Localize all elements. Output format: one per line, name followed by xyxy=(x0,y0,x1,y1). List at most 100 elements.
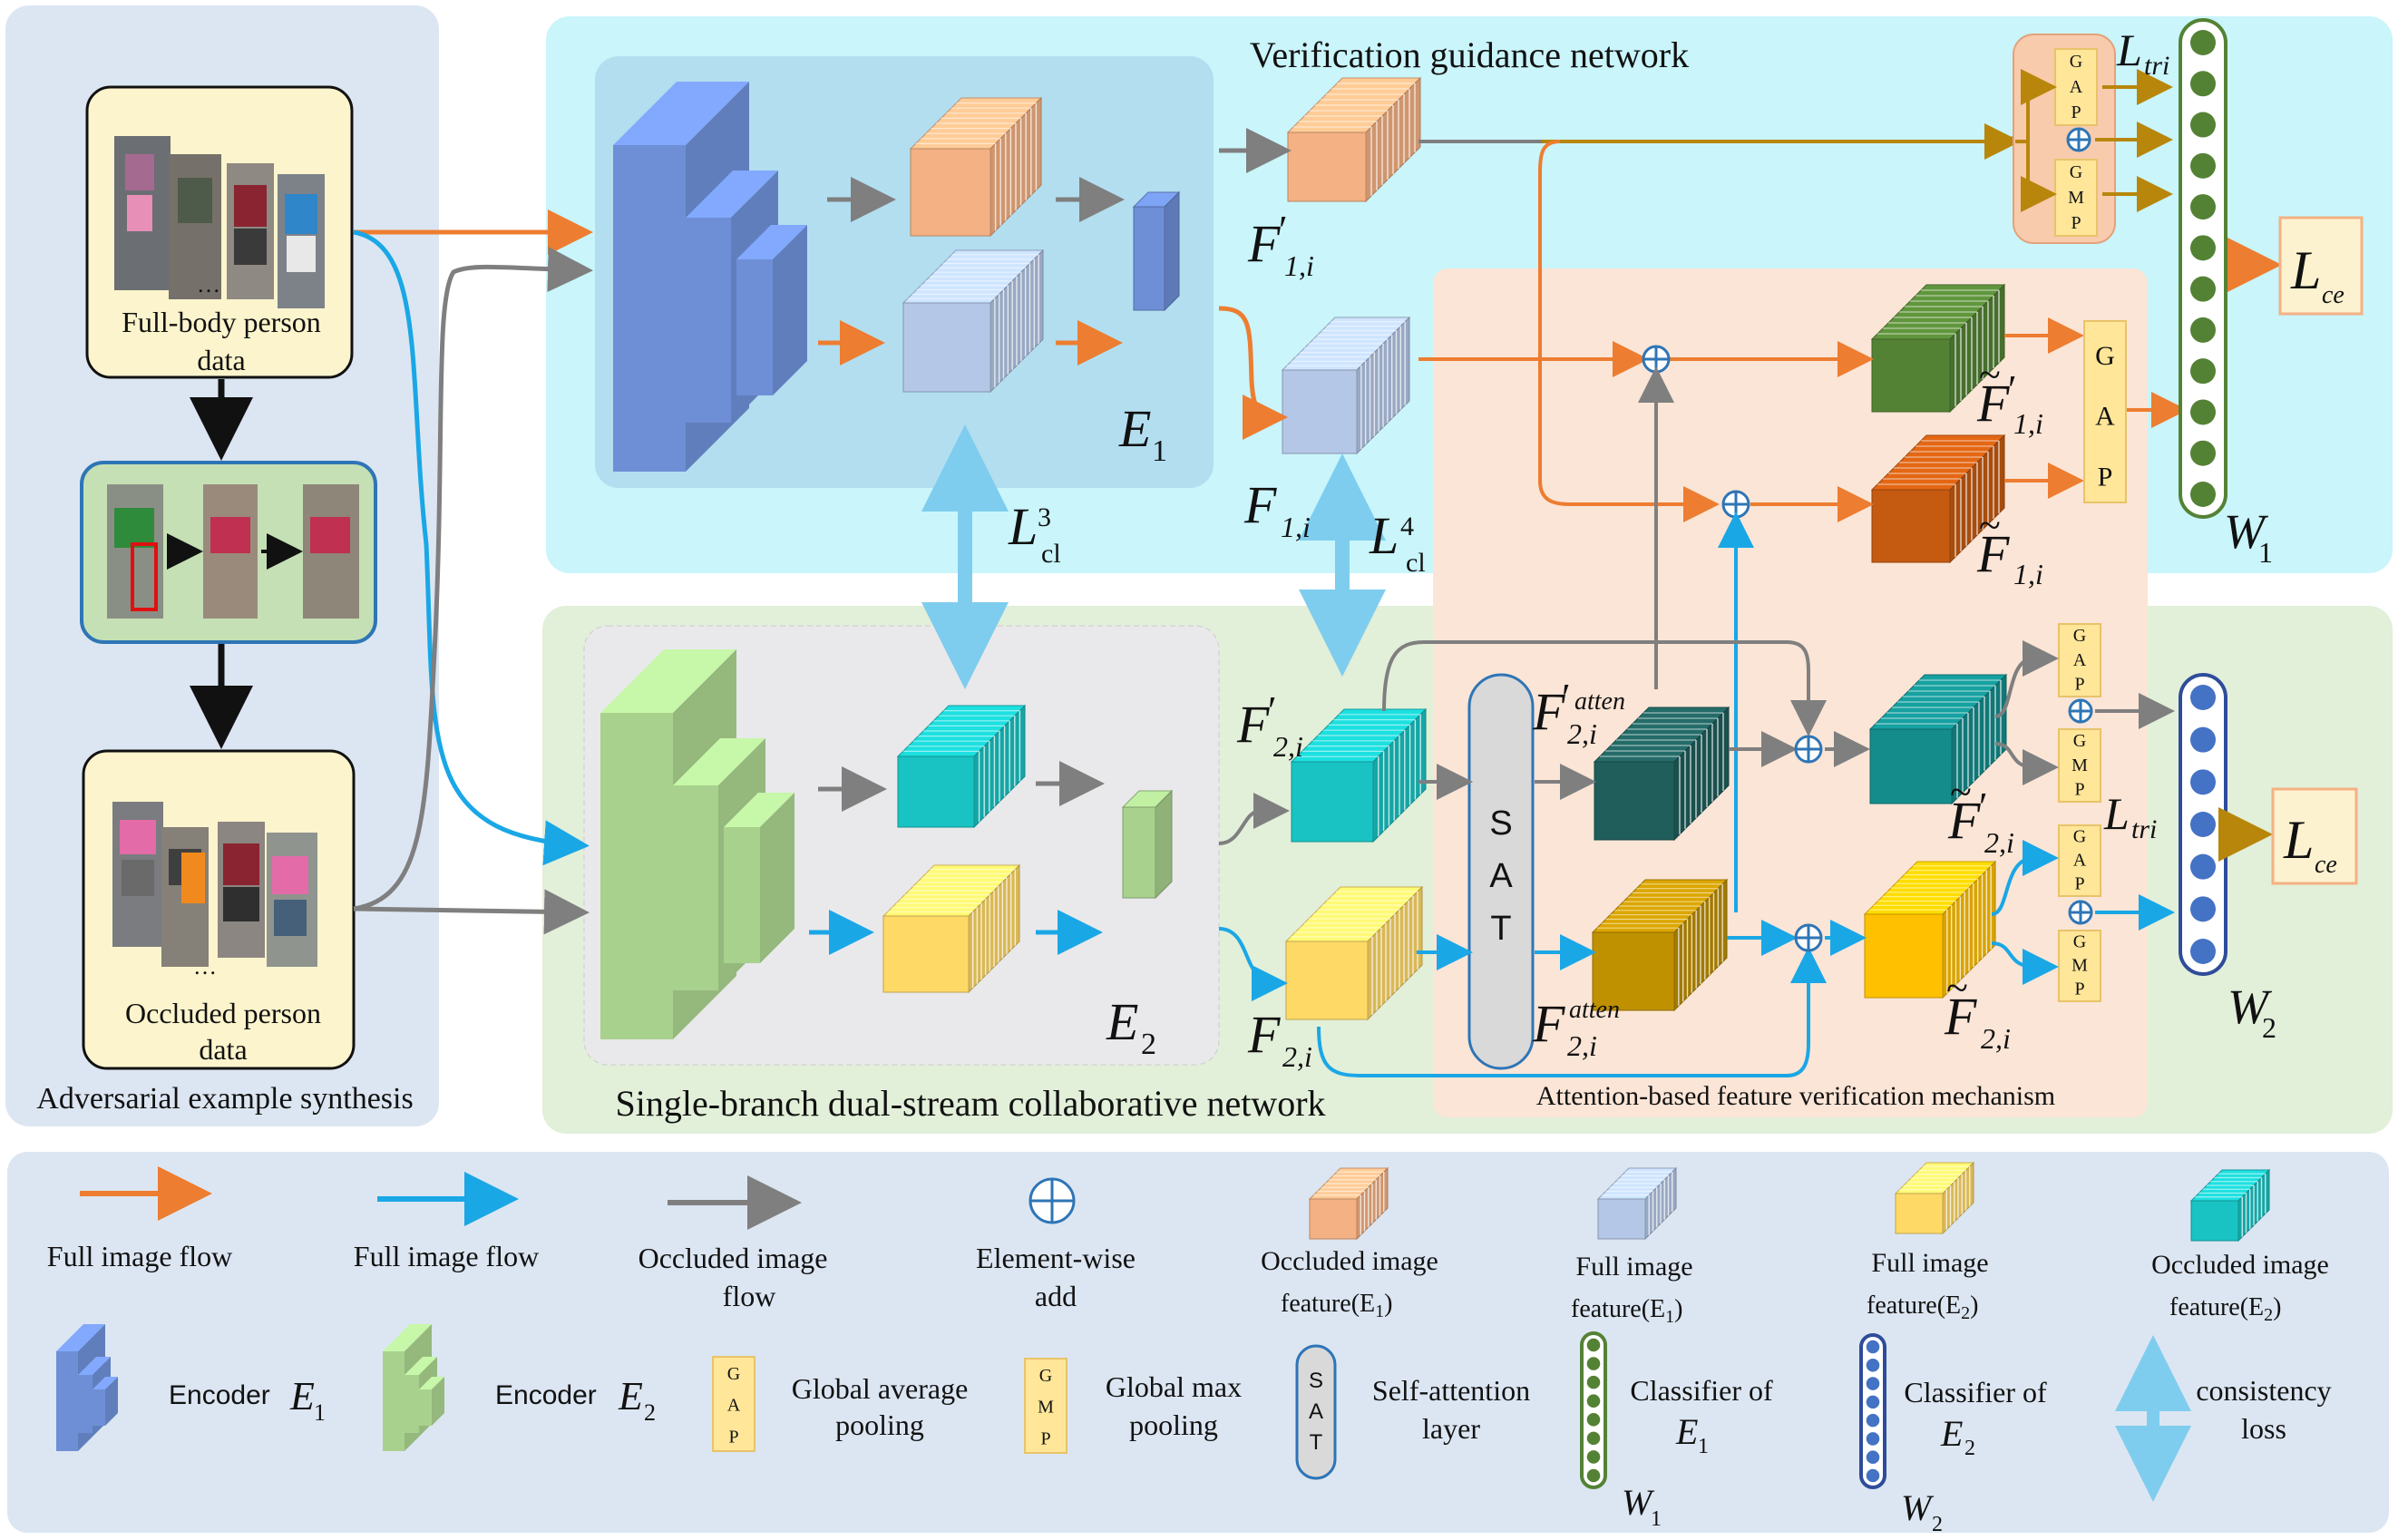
verification-title: Verification guidance network xyxy=(1250,34,1689,75)
feature-f1-prime-tilde xyxy=(1870,283,2006,414)
classifier-w1 xyxy=(2179,18,2227,519)
svg-text:P: P xyxy=(2074,874,2084,894)
svg-text:F: F xyxy=(1247,1005,1281,1064)
ltri-bottom-label: L tri xyxy=(2103,788,2157,844)
svg-text:P: P xyxy=(2074,980,2084,999)
svg-text:2: 2 xyxy=(2262,1011,2276,1044)
svg-text:G: G xyxy=(2073,827,2086,847)
svg-text:feature(E2): feature(E2) xyxy=(1867,1291,1978,1323)
classifier-node xyxy=(2190,30,2216,55)
classifier-node xyxy=(2190,152,2216,179)
svg-text:W: W xyxy=(2227,980,2273,1034)
svg-text:F: F xyxy=(1236,695,1270,754)
lce-top: L ce xyxy=(2278,216,2364,316)
classifier-node xyxy=(2190,112,2216,138)
e1-full-feature xyxy=(902,249,1045,394)
legend-encoder1-label: Encoder xyxy=(169,1380,270,1410)
svg-text:A: A xyxy=(727,1396,741,1416)
svg-text:L: L xyxy=(1008,497,1038,556)
svg-text:1: 1 xyxy=(314,1399,326,1426)
svg-text:1,i: 1,i xyxy=(2013,558,2043,590)
legend-sat-icon: SAT xyxy=(1295,1344,1337,1480)
classifier-node xyxy=(2190,317,2216,343)
svg-text:G: G xyxy=(2070,162,2082,182)
feature-f2-tilde xyxy=(1863,860,1997,999)
classifier-node xyxy=(1866,1432,1880,1446)
full-flow-to-e2 xyxy=(353,229,590,866)
w2-label: W 2 xyxy=(2227,980,2276,1044)
top-add-node xyxy=(2066,127,2091,152)
svg-text:P: P xyxy=(2071,213,2081,233)
svg-text:feature(E2): feature(E2) xyxy=(2169,1293,2281,1325)
e2-occluded-feature xyxy=(896,704,1027,829)
svg-text:A: A xyxy=(2070,77,2083,97)
svg-text:atten: atten xyxy=(1569,996,1620,1024)
svg-text:P: P xyxy=(2098,462,2113,492)
svg-text:P: P xyxy=(728,1427,738,1447)
svg-text:L: L xyxy=(2116,24,2142,75)
legend-classifier-w2 xyxy=(1859,1333,1886,1489)
feature-f2-prime-atten xyxy=(1593,706,1730,842)
svg-text:L: L xyxy=(2283,810,2314,870)
svg-text:T: T xyxy=(1310,1430,1323,1455)
classifier-node xyxy=(2190,358,2216,385)
arrow-to-f2p xyxy=(1218,793,1290,845)
svg-text:2: 2 xyxy=(644,1399,656,1426)
svg-text:cl: cl xyxy=(1041,539,1061,569)
legend-gray-label-1: Occluded image xyxy=(638,1242,828,1274)
svg-text:G: G xyxy=(727,1364,740,1384)
svg-text:A: A xyxy=(2073,650,2087,670)
svg-text:P: P xyxy=(1040,1428,1050,1448)
svg-text:A: A xyxy=(2095,402,2115,432)
w1-label: W 1 xyxy=(2224,504,2273,569)
svg-text:tri: tri xyxy=(2144,51,2169,81)
svg-text:loss: loss xyxy=(2241,1412,2286,1445)
svg-text:A: A xyxy=(1309,1399,1323,1424)
legend-add-label-1: Element-wise xyxy=(976,1242,1136,1274)
svg-text:W: W xyxy=(1622,1482,1655,1523)
svg-text:pooling: pooling xyxy=(1129,1408,1218,1441)
legend-panel xyxy=(7,1152,2389,1533)
arrow-to-f2 xyxy=(1218,927,1288,1001)
occluded-label-2: data xyxy=(199,1033,247,1066)
classifier-node xyxy=(1586,1413,1601,1427)
feature-f2-atten xyxy=(1591,878,1729,1012)
svg-text:pooling: pooling xyxy=(835,1408,924,1441)
feature-f1-tilde xyxy=(1870,434,2006,564)
svg-text:…: … xyxy=(193,953,217,980)
svg-text:~: ~ xyxy=(1950,770,1972,814)
legend-encoder2-icon xyxy=(383,1324,444,1451)
svg-text:F: F xyxy=(1947,791,1981,850)
svg-text:F: F xyxy=(1976,374,2010,433)
f1-prime-label: F ′ 1,i xyxy=(1247,208,1314,282)
svg-text:2: 2 xyxy=(1964,1437,1975,1460)
svg-text:2,i: 2,i xyxy=(1567,717,1597,750)
svg-text:…: … xyxy=(197,271,220,297)
encoder-e2 xyxy=(600,649,794,1039)
add-node-f2p-pool xyxy=(2068,698,2093,724)
svg-text:Classifier of: Classifier of xyxy=(1904,1376,2047,1408)
lce-bottom: L ce xyxy=(2271,787,2358,885)
add-node-2 xyxy=(1721,490,1750,519)
svg-text:layer: layer xyxy=(1422,1412,1480,1445)
f2-tilde-to-gmp xyxy=(1991,941,2059,985)
svg-text:2,i: 2,i xyxy=(1984,826,2014,859)
svg-text:M: M xyxy=(1038,1398,1054,1418)
svg-text:Occluded image: Occluded image xyxy=(2151,1250,2329,1280)
f2-prime-label: F ′ 2,i xyxy=(1236,688,1303,763)
svg-text:1: 1 xyxy=(1152,434,1167,468)
classifier-node xyxy=(1866,1468,1880,1483)
svg-text:F: F xyxy=(1944,987,1977,1046)
classifier-node xyxy=(1586,1450,1601,1464)
to-top-gmp xyxy=(2021,141,2057,212)
legend-feature-yellow xyxy=(1894,1161,1975,1235)
svg-text:A: A xyxy=(2073,851,2087,871)
svg-text:M: M xyxy=(2071,755,2088,775)
svg-text:′: ′ xyxy=(2008,367,2017,412)
svg-text:~: ~ xyxy=(1979,503,2001,548)
f1p-to-add2 xyxy=(1538,140,1720,522)
f1-prime-tilde-label: F ~ ′ 1,i xyxy=(1976,353,2043,440)
occluded-input: … Occluded person data xyxy=(82,749,356,1070)
